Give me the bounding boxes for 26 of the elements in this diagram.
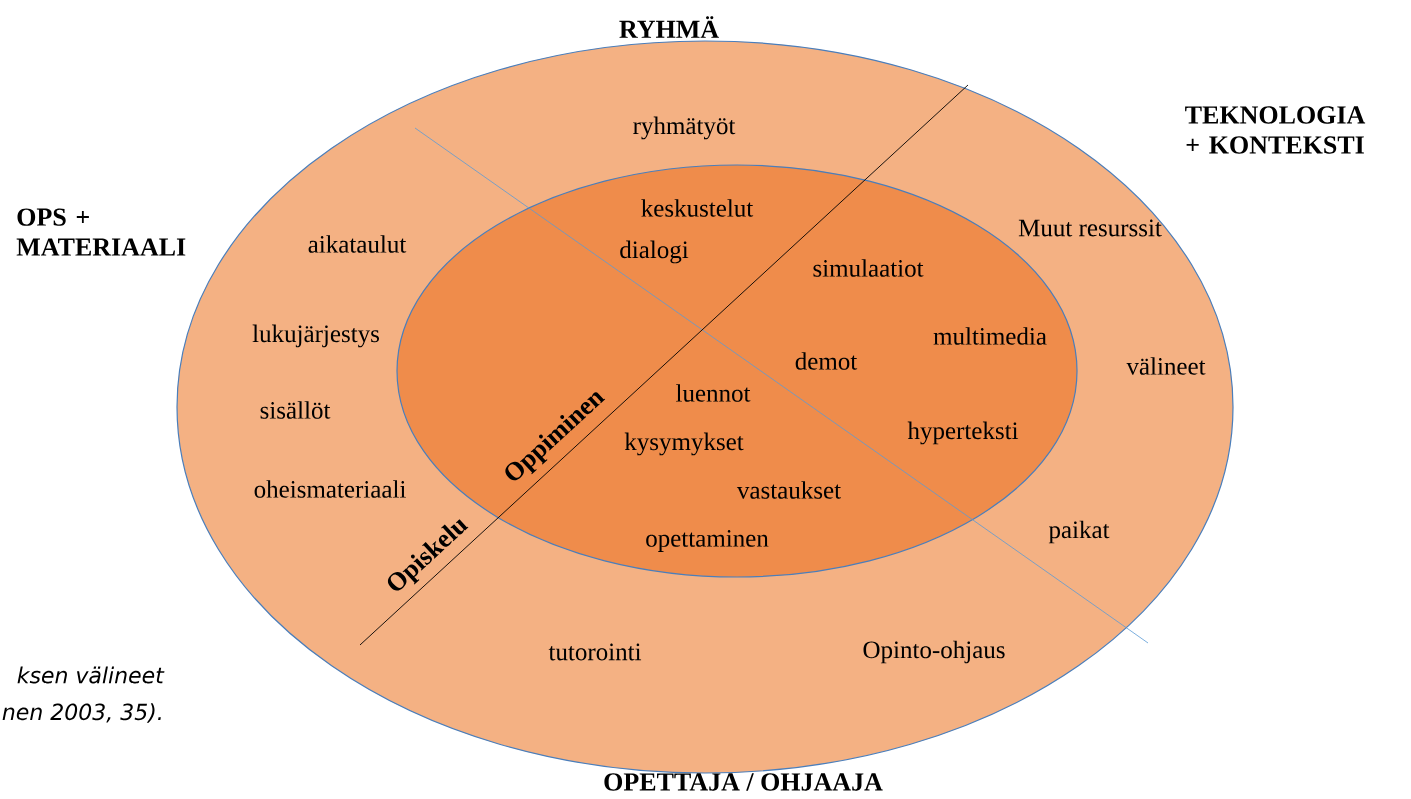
item-text: kysymykset [624,432,744,456]
item-text: dialogi [620,240,689,264]
item-text: ryhmätyöt [633,116,736,140]
item-text: vastaukset [736,481,841,499]
item-text: Opinto-ohjaus [863,640,1005,664]
item-text: opettaminen [646,530,769,552]
item-text: simulaatiot [813,259,924,277]
heading: OPS + MATERIAALI [16,208,186,256]
item-text: paikat [1048,520,1110,544]
item-text: demot [795,352,858,370]
item-text: Muut resurssit [1018,219,1162,237]
heading: OPETTAJA / OHJAAJA [604,773,883,791]
item-text: multimedia [933,327,1047,345]
item-text: keskustelut [641,199,754,217]
item-text: aikataulut [308,235,407,253]
item-text: välineet [1126,357,1206,375]
heading: RYHMÄ [619,16,719,38]
item-text: oheismateriaali [254,480,406,498]
item-text: lukujärjestys [252,324,379,348]
item-text: luennot [676,384,751,402]
item-text: sisällöt [260,401,331,419]
item-text: tutorointi [548,643,642,661]
heading: TEKNOLOGIA + KONTEKSTI [1185,106,1366,154]
caption-text: nen 2003, 35). [2,703,161,723]
item-text: hyperteksti [907,421,1019,445]
caption-text: ksen välineet [17,666,165,684]
